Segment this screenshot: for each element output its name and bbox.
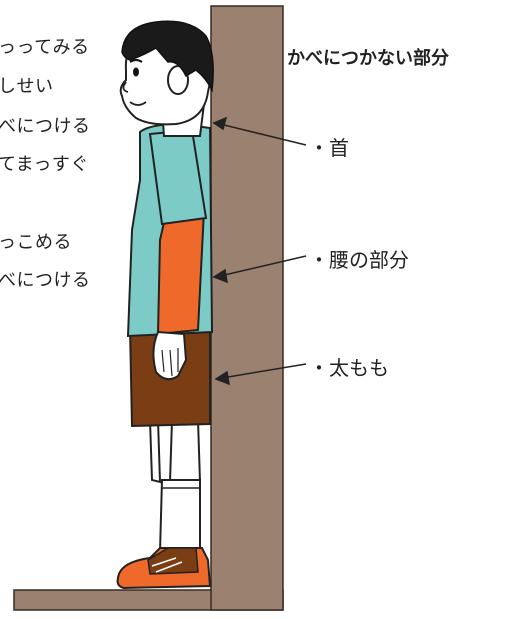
ear [167,65,189,95]
label-waist: ・腰の部分 [309,248,409,272]
instruction-line-4: てまっすぐ [0,154,89,175]
label-neck: ・首 [309,136,349,160]
arrow-thigh [214,363,307,386]
arrow-neck [212,116,307,146]
heading-not-touching-wall: かべにつかない部分 [287,48,449,69]
instruction-line-1: っってみる [0,37,90,58]
right-leg [168,419,202,483]
instruction-line-6: べにつける [0,270,91,291]
left-leg [148,419,162,484]
label-thigh: ・太もも [309,356,389,380]
arrow-waist [212,255,307,284]
instruction-line-3: べにつける [0,116,91,137]
eye [133,67,139,77]
instruction-line-5: っこめる [0,232,72,253]
wall [210,5,284,611]
hair [121,20,214,93]
sock [158,479,201,553]
instruction-line-2: しせい [0,76,54,97]
